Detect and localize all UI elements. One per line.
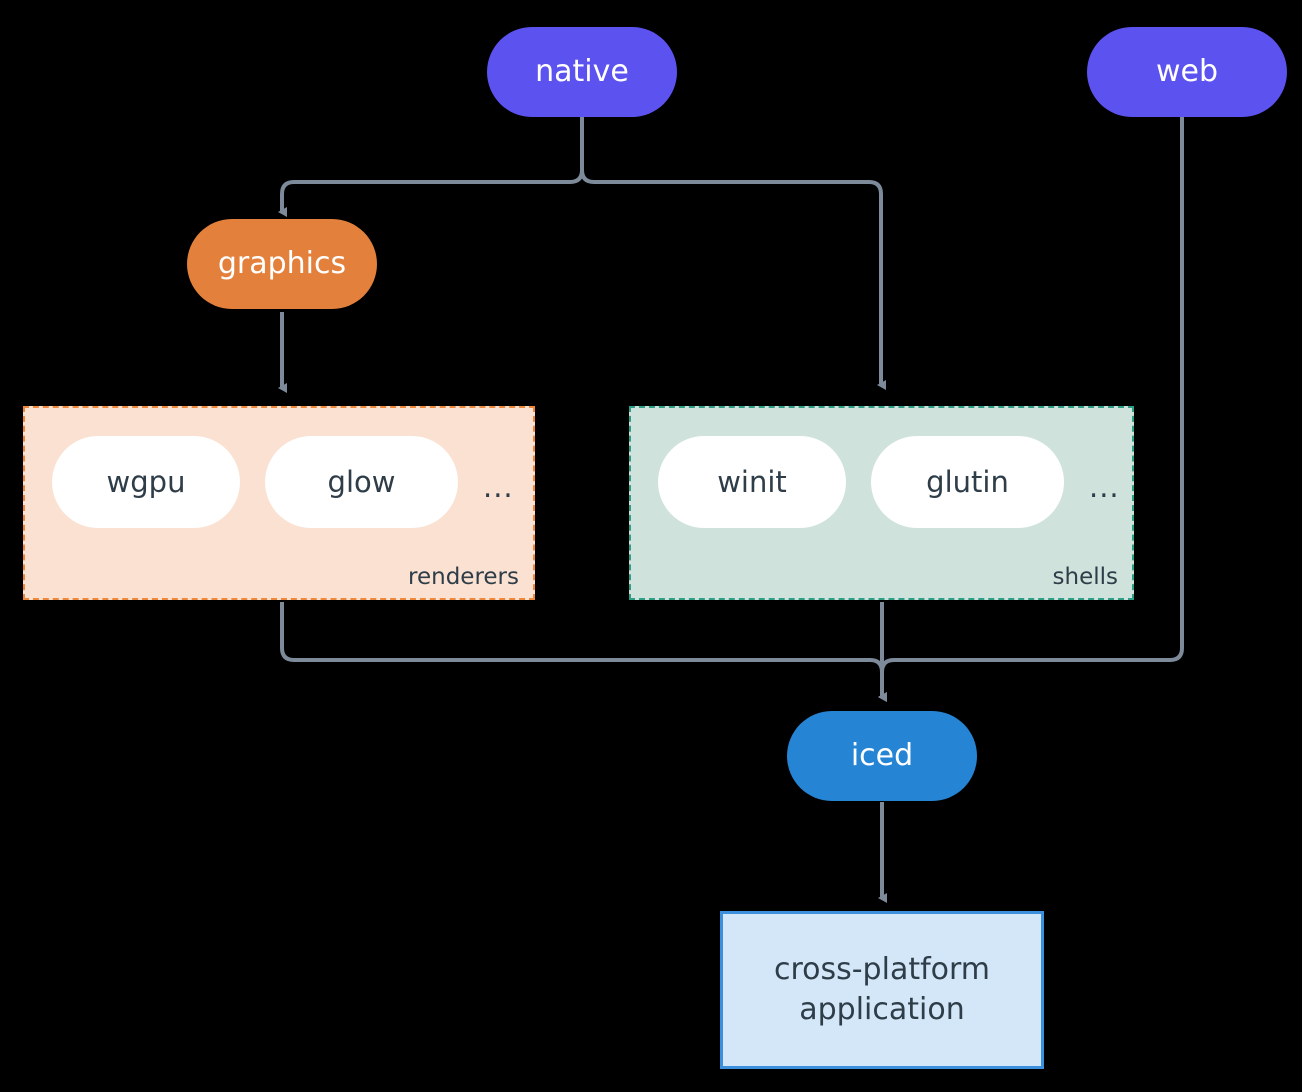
item-glutin[interactable]: glutin: [871, 436, 1064, 528]
group-renderers-label: renderers: [408, 564, 519, 590]
item-winit-label: winit: [717, 465, 787, 499]
item-wgpu-label: wgpu: [106, 465, 186, 499]
edge-native-graphics: [278, 169, 584, 217]
item-glow[interactable]: glow: [265, 436, 458, 528]
item-glutin-label: glutin: [926, 465, 1009, 499]
node-web-label: web: [1155, 54, 1219, 90]
group-shells: winit glutin ... shells: [629, 406, 1134, 600]
node-native-label: native: [535, 54, 629, 90]
item-glow-label: glow: [327, 465, 396, 499]
node-web[interactable]: web: [1087, 27, 1287, 117]
node-graphics[interactable]: graphics: [187, 219, 377, 309]
item-wgpu[interactable]: wgpu: [52, 436, 240, 528]
renderers-ellipsis: ...: [483, 470, 514, 504]
edge-renderers-iced: [280, 602, 887, 702]
node-native[interactable]: native: [487, 27, 677, 117]
node-graphics-label: graphics: [217, 246, 347, 282]
group-shells-label: shells: [1052, 564, 1118, 590]
node-application[interactable]: cross-platform application: [720, 911, 1044, 1069]
item-winit[interactable]: winit: [658, 436, 846, 528]
group-renderers: wgpu glow ... renderers: [23, 406, 535, 600]
application-line-2: application: [799, 992, 965, 1027]
application-line-1: cross-platform: [773, 952, 991, 988]
edge-native-split: [580, 116, 886, 390]
node-iced[interactable]: iced: [787, 711, 977, 801]
node-iced-label: iced: [850, 738, 914, 774]
shells-ellipsis: ...: [1089, 470, 1120, 504]
